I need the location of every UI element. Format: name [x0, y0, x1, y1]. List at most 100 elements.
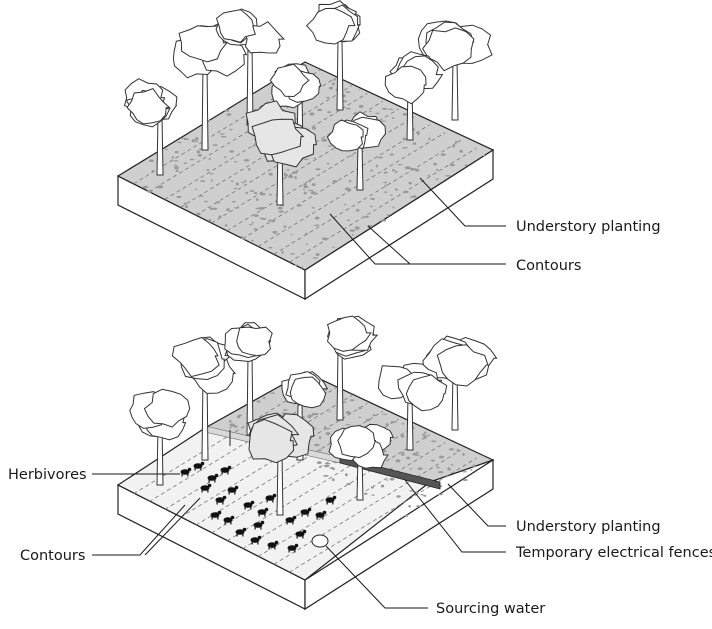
understory-speck [389, 477, 395, 481]
herbivore-icon [325, 495, 337, 505]
understory-speck [240, 235, 243, 238]
herbivore-icon [300, 507, 312, 517]
understory-speck [370, 197, 376, 200]
understory-speck [183, 138, 187, 141]
bottom-panel: Herbivores Contours Understory planting … [8, 315, 712, 617]
understory-speck [241, 237, 245, 240]
understory-speck [402, 147, 408, 149]
understory-speck [370, 486, 374, 489]
understory-speck [347, 219, 350, 221]
understory-speck [323, 464, 330, 468]
understory-speck [332, 78, 337, 81]
contour-line [180, 402, 368, 518]
understory-speck [251, 222, 254, 224]
understory-speck [404, 166, 411, 170]
understory-speck [349, 155, 354, 157]
understory-speck [165, 148, 168, 151]
understory-speck [395, 459, 401, 463]
understory-speck [317, 449, 322, 452]
understory-speck [253, 228, 258, 230]
contour-line [242, 124, 430, 240]
understory-speck [381, 413, 388, 415]
understory-speck [307, 414, 314, 417]
tree-icon [377, 362, 448, 451]
understory-speck [409, 490, 414, 492]
herbivore-icon [267, 540, 279, 550]
understory-speck [219, 133, 225, 135]
understory-speck [210, 179, 213, 182]
understory-speck [272, 230, 278, 234]
understory-speck [278, 210, 285, 213]
understory-speck [194, 137, 199, 141]
top-leader-contours-b [367, 225, 411, 265]
herbivore-icon [257, 507, 269, 517]
bottom-trees [129, 315, 498, 516]
bottom-label-understory: Understory planting [516, 519, 661, 535]
understory-speck [321, 237, 328, 241]
understory-speck [245, 191, 249, 194]
understory-speck [256, 400, 261, 403]
understory-speck [229, 423, 235, 427]
tree-icon [171, 336, 237, 461]
understory-speck [456, 448, 459, 452]
herbivore-icon [295, 529, 307, 539]
understory-speck [326, 96, 330, 99]
herbivore-icon [243, 500, 255, 510]
understory-speck [436, 466, 440, 469]
understory-speck [194, 188, 198, 191]
understory-speck [323, 425, 327, 429]
understory-speck [438, 471, 444, 474]
understory-speck [233, 207, 240, 209]
understory-speck [428, 137, 431, 141]
understory-speck [400, 434, 405, 438]
understory-speck [383, 181, 388, 184]
understory-speck [147, 189, 153, 193]
understory-speck [224, 109, 230, 112]
understory-speck [204, 200, 208, 203]
understory-speck [256, 198, 259, 201]
tree-icon [245, 100, 317, 206]
understory-speck [404, 514, 408, 517]
understory-speck [386, 479, 389, 481]
understory-speck [183, 202, 187, 206]
tree-icon [123, 78, 178, 176]
understory-speck [328, 410, 331, 413]
bottom-leader-understory [447, 483, 506, 527]
understory-speck [346, 483, 352, 485]
understory-speck [177, 141, 182, 144]
understory-speck [406, 456, 411, 460]
understory-speck [314, 224, 320, 227]
top-leader-understory [419, 177, 506, 227]
understory-speck [408, 505, 411, 508]
understory-speck [389, 153, 394, 156]
understory-speck [344, 203, 347, 206]
contour-line [273, 139, 462, 255]
understory-speck [447, 467, 451, 471]
understory-speck [294, 264, 298, 266]
understory-speck [417, 132, 420, 136]
understory-speck [234, 161, 238, 163]
bottom-leader-contours-b [144, 497, 201, 556]
understory-speck [345, 411, 351, 415]
understory-speck [315, 253, 320, 256]
understory-speck [317, 108, 323, 112]
understory-speck [390, 421, 395, 424]
understory-speck [381, 107, 388, 110]
understory-speck [303, 183, 307, 187]
understory-speck [286, 169, 291, 171]
tree-icon [172, 21, 248, 151]
understory-speck [421, 433, 426, 436]
understory-speck [349, 229, 356, 232]
understory-speck [464, 164, 468, 166]
understory-speck [395, 170, 398, 174]
understory-speck [358, 89, 361, 91]
understory-speck [316, 461, 322, 464]
tree-icon [326, 111, 387, 191]
understory-speck [384, 191, 388, 193]
tree-icon [224, 322, 273, 436]
understory-speck [395, 188, 398, 191]
contour-line [289, 147, 477, 263]
understory-speck [303, 158, 309, 160]
understory-speck [290, 253, 295, 255]
understory-speck [240, 181, 246, 184]
